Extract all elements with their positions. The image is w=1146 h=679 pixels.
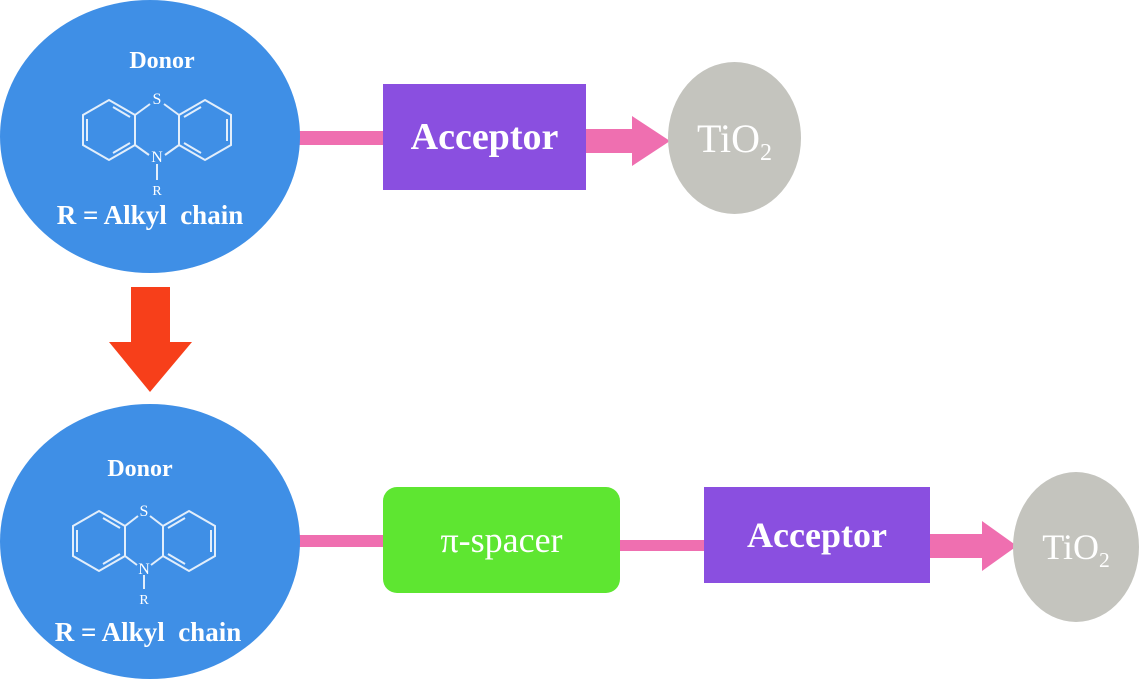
top-tio2-ellipse: TiO2: [668, 62, 801, 214]
top-tio2-label: TiO2: [696, 115, 773, 166]
bottom-acceptor-box: Acceptor: [704, 487, 930, 583]
pi-spacer-label: π-spacer: [440, 520, 563, 560]
top-donor-structure: Donor S N R R = Al: [57, 48, 243, 230]
bottom-donor-spacer-link: [296, 535, 386, 547]
phenothiazine-icon: [72, 509, 216, 589]
bottom-spacer-acceptor-link: [618, 540, 708, 551]
bottom-donor-sulfur: S: [140, 503, 149, 520]
bottom-acceptor-tio2-arrow: [928, 521, 1017, 571]
top-donor-caption: R = Alkyl chain: [57, 200, 243, 230]
top-acceptor-tio2-arrow: [584, 116, 670, 166]
phenothiazine-icon: [82, 98, 232, 180]
top-donor-nitrogen: N: [151, 149, 163, 166]
top-donor-circle: Donor S N R R = Al: [0, 0, 300, 273]
bottom-donor-nitrogen: N: [138, 561, 150, 578]
bottom-acceptor-label: Acceptor: [747, 515, 887, 555]
bottom-donor-circle: Donor S N R R = Alkyl chain: [0, 404, 300, 679]
bottom-tio2-ellipse: TiO2: [1013, 472, 1139, 622]
top-donor-sulfur: S: [153, 91, 162, 108]
pi-spacer-box: π-spacer: [383, 487, 620, 593]
bottom-donor-r-group: R: [139, 593, 149, 608]
top-acceptor-box: Acceptor: [383, 84, 586, 190]
bottom-donor-caption: R = Alkyl chain: [55, 617, 241, 647]
bottom-donor-structure: Donor S N R R = Alkyl chain: [55, 456, 241, 647]
bottom-donor-title: Donor: [107, 456, 173, 482]
top-donor-r-group: R: [152, 184, 162, 199]
top-donor-title: Donor: [129, 48, 195, 74]
bottom-tio2-label: TiO2: [1042, 527, 1110, 572]
top-donor-acceptor-link: [296, 131, 386, 145]
top-acceptor-label: Acceptor: [410, 116, 559, 158]
transition-down-arrow: [109, 287, 192, 392]
